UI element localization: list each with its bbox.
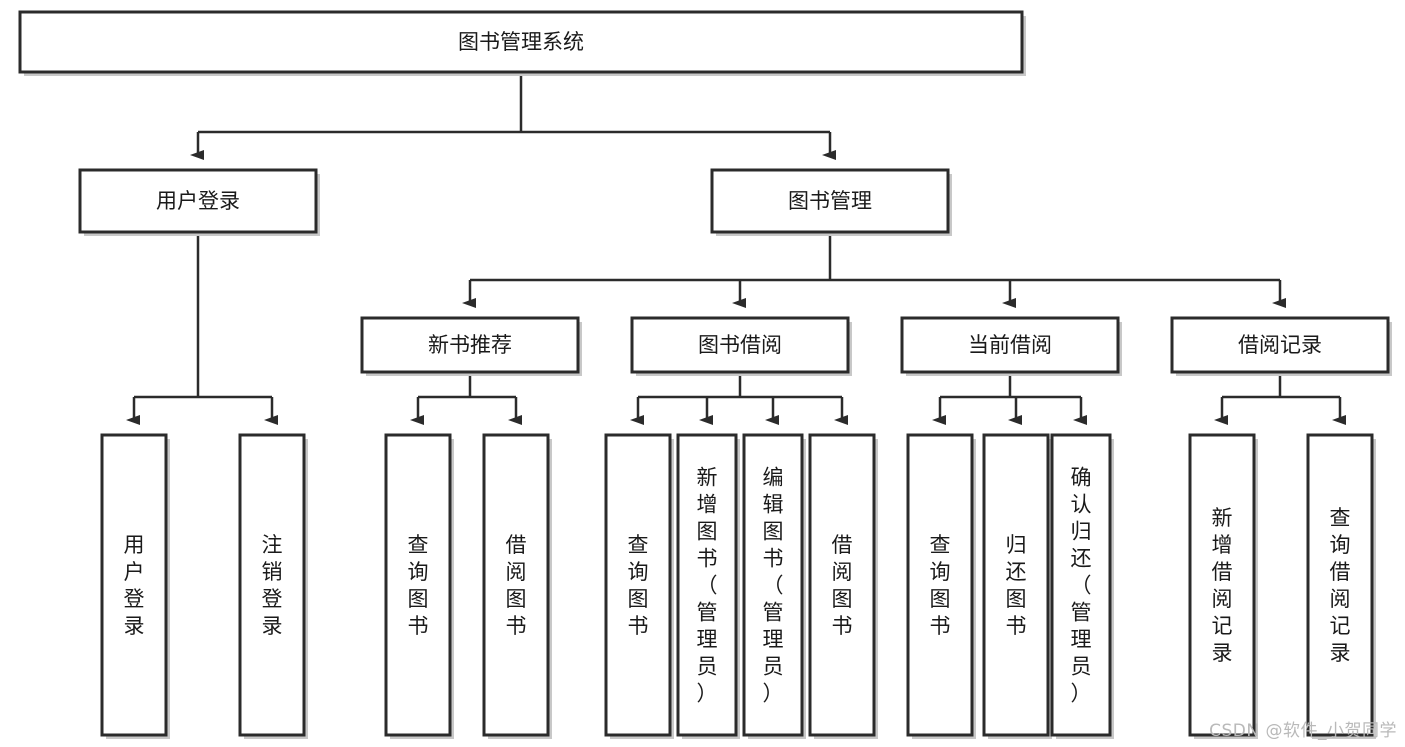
node-box[interactable] [238, 433, 306, 737]
node-leaf-query-book-current[interactable]: 查询图书 [906, 433, 976, 739]
node-label: 编辑图书（管理员） [763, 466, 784, 706]
node-box[interactable] [360, 316, 580, 374]
node-leaf-return-book[interactable]: 归还图书 [982, 433, 1052, 739]
node-layer: 图书管理系统用户登录图书管理新书推荐图书借阅当前借阅借阅记录用户登录注销登录查询… [18, 10, 1392, 739]
node-label: 图书管理系统 [458, 30, 584, 54]
node-label: 查询图书 [408, 533, 429, 638]
node-user-login[interactable]: 用户登录 [78, 168, 320, 236]
node-box[interactable] [1188, 433, 1256, 737]
node-label: 借阅图书 [832, 533, 853, 638]
node-box[interactable] [900, 316, 1120, 374]
node-label: 查询借阅记录 [1330, 506, 1351, 665]
node-leaf-user-login[interactable]: 用户登录 [100, 433, 170, 739]
node-book-management[interactable]: 图书管理 [710, 168, 952, 236]
node-box[interactable] [384, 433, 452, 737]
node-box[interactable] [482, 433, 550, 737]
connector-layer [126, 72, 1346, 425]
node-leaf-add-book-admin[interactable]: 新增图书（管理员） [676, 433, 740, 739]
node-box[interactable] [982, 433, 1050, 737]
node-label: 用户登录 [156, 189, 240, 213]
node-new-book-recommend[interactable]: 新书推荐 [360, 316, 582, 376]
node-label: 借阅记录 [1238, 333, 1322, 357]
node-box[interactable] [630, 316, 850, 374]
node-leaf-query-book-borrow[interactable]: 查询图书 [604, 433, 674, 739]
node-box[interactable] [1306, 433, 1374, 737]
node-box[interactable] [100, 433, 168, 737]
node-box[interactable] [18, 10, 1024, 74]
node-leaf-confirm-return-admin[interactable]: 确认归还（管理员） [1050, 433, 1114, 739]
node-box[interactable] [906, 433, 974, 737]
node-leaf-borrow-book-recommend[interactable]: 借阅图书 [482, 433, 552, 739]
node-label: 确认归还（管理员） [1071, 466, 1092, 706]
node-leaf-borrow-book[interactable]: 借阅图书 [808, 433, 878, 739]
node-box[interactable] [742, 433, 804, 737]
node-label: 查询图书 [628, 533, 649, 638]
node-current-borrow[interactable]: 当前借阅 [900, 316, 1122, 376]
watermark-text: CSDN @软件_小贺同学 [1209, 721, 1397, 741]
node-box[interactable] [78, 168, 318, 234]
node-leaf-add-borrow-record[interactable]: 新增借阅记录 [1188, 433, 1258, 739]
node-leaf-query-book-recommend[interactable]: 查询图书 [384, 433, 454, 739]
node-label: 归还图书 [1006, 533, 1027, 638]
node-label: 用户登录 [124, 533, 145, 638]
node-leaf-query-borrow-record[interactable]: 查询借阅记录 [1306, 433, 1376, 739]
node-label: 图书管理 [788, 189, 872, 213]
node-borrow-record[interactable]: 借阅记录 [1170, 316, 1392, 376]
node-label: 查询图书 [930, 533, 951, 638]
node-box[interactable] [676, 433, 738, 737]
node-label: 图书借阅 [698, 333, 782, 357]
node-root[interactable]: 图书管理系统 [18, 10, 1026, 76]
node-label: 新书推荐 [428, 333, 512, 357]
node-label: 新增借阅记录 [1212, 506, 1233, 665]
node-box[interactable] [710, 168, 950, 234]
node-leaf-edit-book-admin[interactable]: 编辑图书（管理员） [742, 433, 806, 739]
node-box[interactable] [1170, 316, 1390, 374]
node-leaf-logout[interactable]: 注销登录 [238, 433, 308, 739]
node-book-borrow[interactable]: 图书借阅 [630, 316, 852, 376]
node-box[interactable] [1050, 433, 1112, 737]
node-label: 新增图书（管理员） [697, 466, 718, 706]
node-label: 注销登录 [262, 533, 283, 638]
node-label: 当前借阅 [968, 333, 1052, 357]
node-box[interactable] [604, 433, 672, 737]
node-label: 借阅图书 [506, 533, 527, 638]
node-box[interactable] [808, 433, 876, 737]
